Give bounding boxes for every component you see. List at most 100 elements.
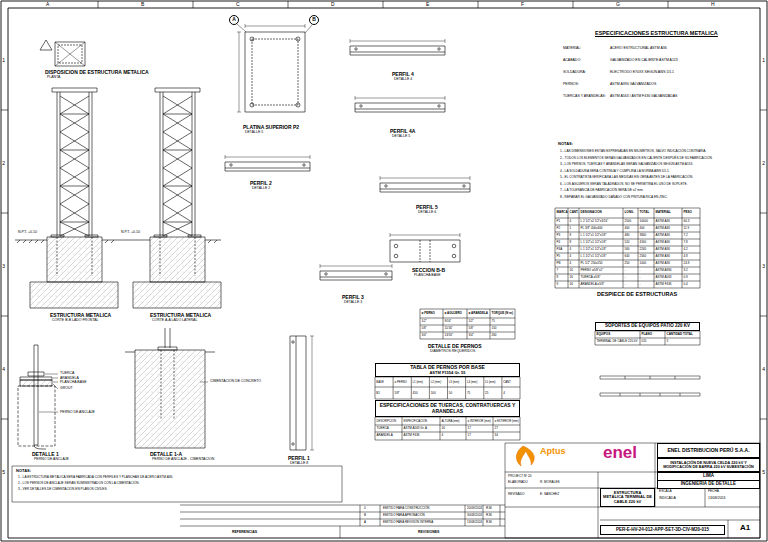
callout-circle: A bbox=[229, 15, 239, 25]
drawing-label: B bbox=[141, 2, 144, 7]
top-plate-detail bbox=[296, 103, 300, 107]
drawing-label: L2 (mm) bbox=[431, 381, 441, 384]
tower-front-view bbox=[17, 240, 114, 243]
top-plate-detail bbox=[250, 103, 254, 107]
drawing-label: 8 bbox=[570, 234, 572, 237]
drawing-label: 100 bbox=[431, 392, 436, 395]
drawing-label: SOLDADURA: bbox=[563, 71, 586, 75]
drawing-label: 50 bbox=[449, 392, 452, 395]
drawing-label: CORTE A-A LADO LATERAL bbox=[152, 319, 197, 323]
drawing-label: PLANCHA BASE bbox=[414, 274, 441, 278]
drawing-label: EMITIDO PARA REVISIÓN INTERNA bbox=[383, 521, 433, 524]
top-plate-detail bbox=[252, 39, 298, 105]
table-grids bbox=[375, 377, 520, 399]
drawing-label: P4A bbox=[557, 248, 563, 251]
angle-profiles bbox=[355, 109, 445, 112]
drawing-label: Aptus bbox=[540, 447, 566, 456]
drawing-number-cell: PER-E-HV-24-012-APP-SET-3D-CIV-M20-015 bbox=[600, 525, 725, 535]
drawing-label: TUERCA bbox=[60, 372, 74, 376]
drawing-label: DETALLE 3 bbox=[344, 301, 362, 305]
drawing-label: 2 bbox=[762, 161, 765, 166]
drawing-label: L 1 1/2"x1 1/2"x1/8" bbox=[581, 241, 607, 244]
table-grids bbox=[595, 331, 700, 345]
table-grids bbox=[420, 309, 515, 339]
drawing-label: NOTAS: bbox=[558, 142, 573, 146]
node-text: ENEL DISTRIBUCION PERÚ S.A.A. bbox=[667, 448, 749, 454]
drawing-label: ASTM A36 bbox=[656, 255, 670, 258]
drawing-label: ASTM A36 bbox=[656, 262, 670, 265]
drawing-label: GROUT bbox=[60, 387, 73, 391]
drawing-label: 4 bbox=[503, 392, 505, 395]
drawing-label: ASTM A563 bbox=[656, 276, 672, 279]
drawing-label: R.M. bbox=[486, 507, 492, 510]
drawing-label: DESPIECE DE ESTRUCTURAS bbox=[597, 292, 677, 298]
plan-view bbox=[40, 40, 52, 50]
drawing-label: PERFIL 3 bbox=[342, 295, 364, 300]
drawing-label: ø PERNO bbox=[422, 312, 435, 315]
drawing-label: 7.- LA TOLERANCIA DE FABRICACIÓN SERÁ DE… bbox=[560, 189, 643, 192]
drawing-label: TOTAL bbox=[640, 211, 650, 214]
drawing-label: DETALLE 1-A bbox=[150, 452, 182, 457]
drawing-label: P5 bbox=[557, 255, 561, 258]
angle-profiles bbox=[292, 341, 294, 343]
drawing-label: 75 bbox=[467, 392, 470, 395]
drawing-label: 75 bbox=[492, 320, 495, 323]
drawing-label: 0 bbox=[364, 507, 366, 510]
drawing-label: A bbox=[46, 2, 49, 7]
drawing-label: DESCRIPCIÓN bbox=[377, 420, 396, 423]
node-text: ESPECIFICACIONES DE TUERCAS, CONTRATUERC… bbox=[378, 403, 517, 414]
drawing-label: B bbox=[364, 514, 366, 517]
drawing-label: 480 bbox=[625, 234, 630, 237]
drawing-label: 13/08/2024 bbox=[467, 521, 482, 524]
drawing-label: PB bbox=[557, 262, 561, 265]
tower-side-view bbox=[208, 240, 217, 243]
drawing-label: ø INTERIOR (mm) bbox=[468, 420, 491, 423]
drawing-label: MARCA bbox=[557, 211, 568, 214]
table-grids bbox=[375, 208, 700, 440]
drawing-label: ASTM F436 bbox=[656, 283, 672, 286]
angle-profiles bbox=[420, 240, 430, 262]
drawing-label: R. MORALES bbox=[540, 481, 560, 484]
angle-profiles bbox=[355, 96, 445, 100]
drawing-label: 5 bbox=[762, 470, 765, 475]
drawing-label: 3 bbox=[762, 264, 765, 269]
drawing-title-cell: ESTRUCTURA METÁLICA TERMINAL DE CABLE 22… bbox=[600, 488, 655, 507]
drawing-label: DETALLE 8 bbox=[290, 462, 308, 466]
table-grids bbox=[555, 208, 700, 288]
drawing-label: CIMENTACIÓN DE CONCRETO bbox=[210, 380, 261, 384]
anchor-bolt-detail bbox=[20, 380, 52, 386]
callout-circle: B bbox=[309, 15, 319, 25]
table-grids bbox=[595, 331, 700, 345]
drawing-label: CANTIDAD TOTAL bbox=[667, 333, 693, 336]
drawing-label: B1 bbox=[376, 392, 380, 395]
drawing-label: 015 bbox=[642, 340, 647, 343]
drawing-label: 450 bbox=[413, 392, 418, 395]
table-grids bbox=[568, 208, 682, 288]
drawing-label: TUERCA ø5/8" bbox=[581, 276, 601, 279]
project-cell: INSTALACIÓN DE NUEVA CELDA 220 kV Y MODI… bbox=[657, 458, 760, 472]
drawing-label: L4 (mm) bbox=[467, 381, 477, 384]
anchor-foundation-detail bbox=[165, 328, 170, 348]
drawing-label: L5 (mm) bbox=[485, 381, 495, 384]
angle-profiles bbox=[310, 336, 314, 450]
table-heading: SOPORTES DE EQUIPOS PATIO 220 KV bbox=[595, 322, 700, 331]
angle-profiles bbox=[452, 254, 456, 258]
drawing-label: 4160 bbox=[640, 241, 647, 244]
drawing-label: 1/2" bbox=[469, 320, 474, 323]
graphic-scale bbox=[600, 393, 700, 396]
drawing-label: BASE bbox=[376, 381, 383, 384]
drawing-label: 1 bbox=[570, 227, 572, 230]
drawing-label: TERMINAL DE CABLE 220 kV bbox=[597, 340, 638, 343]
angle-profiles bbox=[290, 336, 306, 450]
angle-profiles bbox=[303, 164, 305, 166]
drawing-label: 3 bbox=[667, 340, 669, 343]
drawing-label: REVISIONES bbox=[418, 531, 439, 535]
anchor-bolt-detail bbox=[20, 377, 52, 380]
drawing-label: DETALLE 1 bbox=[32, 452, 59, 457]
drawing-label: PERNO DE ANCLAJE - CIMENTACION bbox=[152, 458, 214, 462]
top-plate-detail bbox=[237, 24, 305, 112]
top-plate-detail bbox=[250, 37, 254, 41]
drawing-label: - bbox=[640, 283, 641, 286]
drawing-label: 2240 bbox=[640, 248, 647, 251]
